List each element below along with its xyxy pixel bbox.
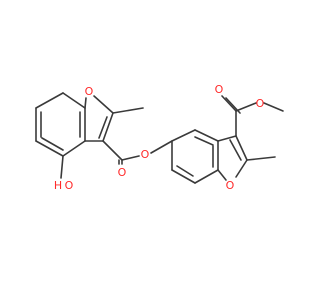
bond [246,156,276,161]
bond [35,92,64,109]
hydroxyl-oxygen: O [65,179,74,192]
bond [194,136,214,146]
bond [171,169,196,184]
chemical-structure-diagram: O O H O O O O O [35,83,284,192]
ester-carbonyl-oxygen: O [118,166,127,179]
bond [171,129,196,142]
bond [121,155,140,161]
atom-labels: O O H O O O O O [54,83,265,192]
bond [229,139,242,161]
bond [84,97,87,109]
bond [235,102,257,112]
ring-oxygen-right: O [226,179,235,192]
methyl-ester-carbonyl-oxygen: O [215,83,224,96]
bond [263,102,284,112]
bond [62,92,86,109]
bond [235,135,248,161]
bond [221,95,237,112]
bond [150,140,173,154]
bond [102,112,114,142]
bond [194,169,219,184]
bond [176,165,194,177]
bond [102,140,123,161]
bond [62,140,86,157]
bond [194,129,219,142]
bond [60,155,64,179]
bond [112,107,144,114]
bond [35,140,64,157]
ring-oxygen-left: O [85,85,94,98]
left-benzofuran [35,92,144,179]
bond [98,116,108,139]
right-benzofuran [150,95,284,184]
bond [235,159,248,178]
bond [217,135,237,142]
methyl-ester-oxygen: O [256,97,265,110]
bond [217,169,227,181]
bond [41,137,64,151]
hydroxyl-hydrogen: H [54,179,62,192]
ester-bridge-oxygen: O [141,148,150,161]
bond [93,95,114,114]
